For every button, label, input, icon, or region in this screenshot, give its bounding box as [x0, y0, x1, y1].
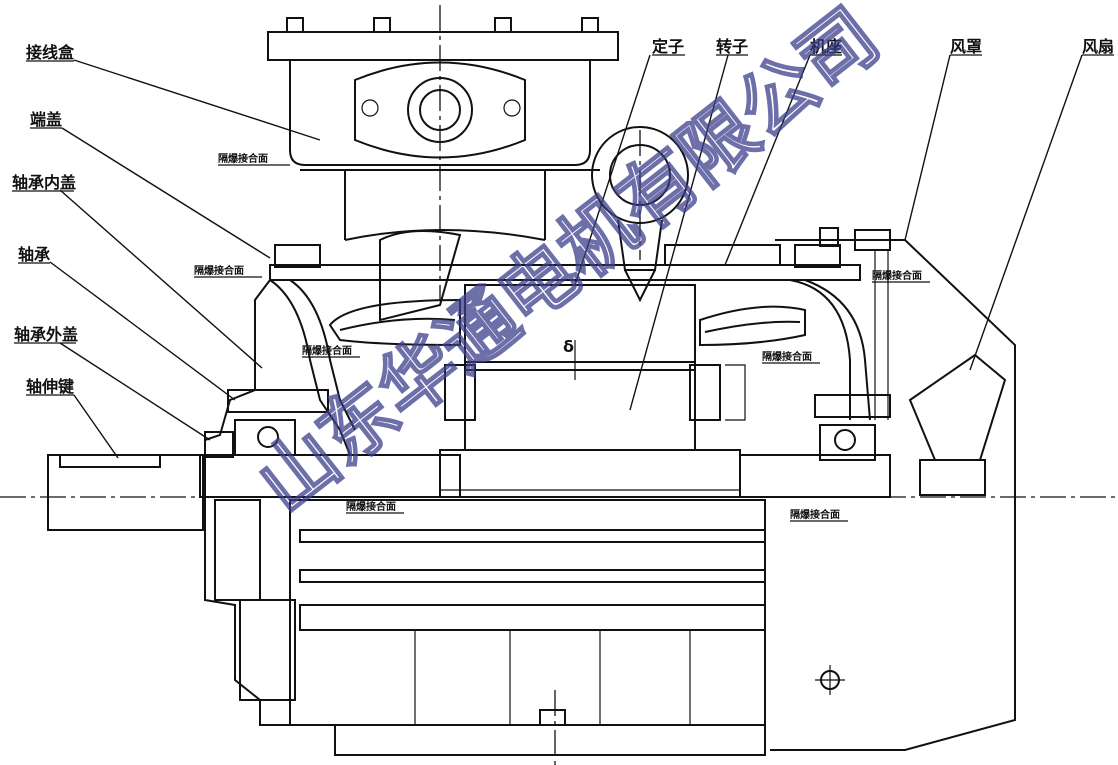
center-lines [0, 5, 1118, 765]
label-fan: 风扇 [1082, 37, 1114, 56]
label-stator: 定子 [651, 37, 684, 56]
junction-box [267, 17, 619, 322]
junction-box-bolts [286, 17, 599, 33]
joint-label-5: 隔爆接合面 [872, 269, 922, 282]
bearings [204, 389, 891, 461]
joint-label-7: 隔爆接合面 [790, 508, 840, 521]
end-windings [328, 298, 806, 347]
label-bearing: 轴承 [18, 245, 50, 264]
joint-label-2: 隔爆接合面 [194, 264, 244, 277]
air-gap-symbol: δ [563, 337, 574, 356]
label-shaft-key: 轴伸键 [26, 377, 74, 396]
label-end-cover: 端盖 [30, 110, 62, 129]
part-labels: 接线盒 端盖 轴承内盖 轴承 轴承外盖 轴伸键 定子 转子 机座 风罩 风扇 [12, 37, 1114, 396]
label-bearing-outer-cap: 轴承外盖 [14, 325, 78, 344]
label-frame: 机座 [810, 37, 842, 56]
cooling-fan [874, 250, 1007, 496]
lifting-eye [591, 126, 689, 303]
frame-housing [204, 229, 1016, 756]
end-shields [269, 227, 871, 456]
joint-label-4: 隔爆接合面 [762, 350, 812, 363]
joint-label-1: 隔爆接合面 [218, 152, 268, 165]
shaft [47, 449, 891, 531]
label-bearing-inner-cap: 轴承内盖 [12, 173, 76, 192]
label-rotor: 转子 [716, 37, 748, 56]
joint-label-6: 隔爆接合面 [346, 500, 396, 513]
label-fan-cover: 风罩 [950, 37, 982, 56]
flameproof-joint-labels: 隔爆接合面 隔爆接合面 隔爆接合面 隔爆接合面 隔爆接合面 隔爆接合面 隔爆接合… [194, 152, 930, 522]
leader-lines [49, 54, 1083, 459]
stator-core [444, 284, 746, 451]
joint-label-3: 隔爆接合面 [302, 344, 352, 357]
label-junction-box: 接线盒 [26, 43, 75, 62]
